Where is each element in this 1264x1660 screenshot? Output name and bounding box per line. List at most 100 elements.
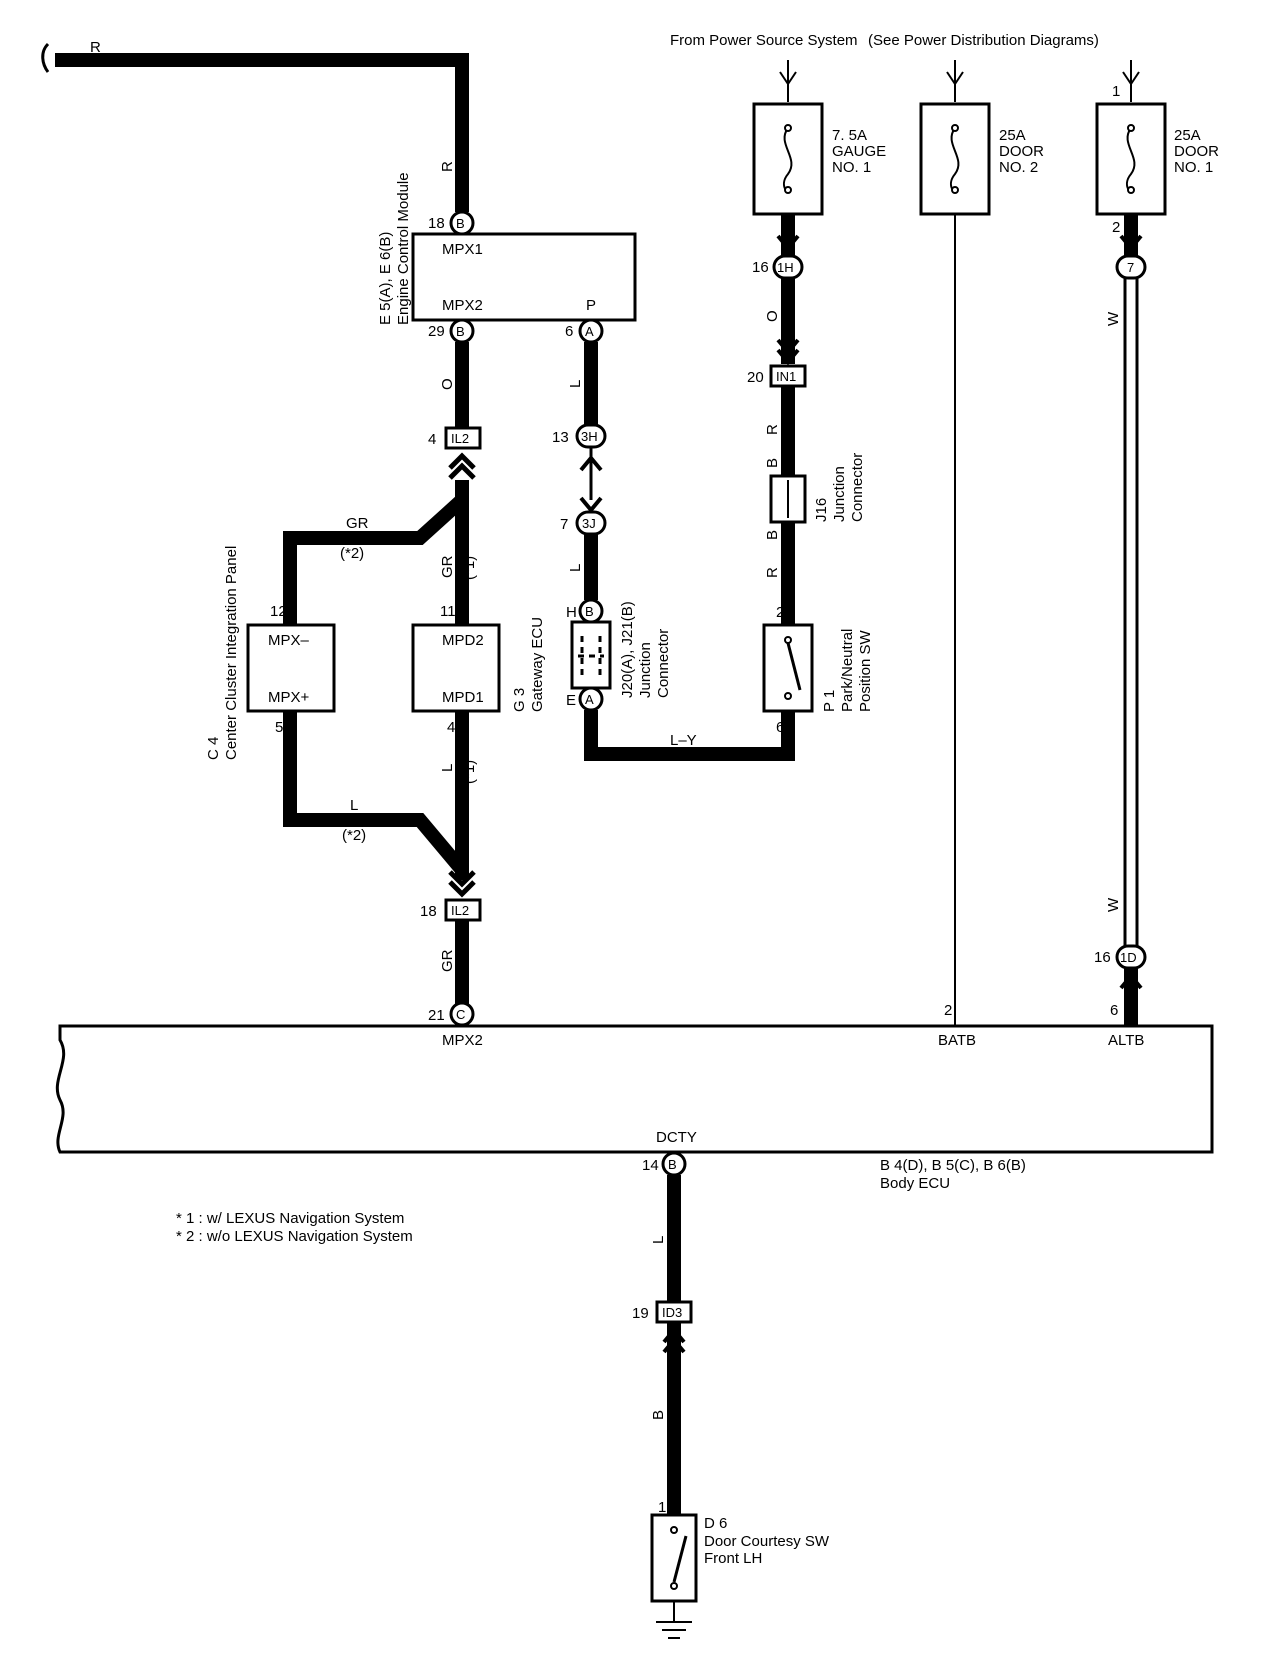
- conn-3h-pin: 13: [552, 429, 569, 446]
- wire-gr-branch-note: (*2): [340, 545, 364, 562]
- chevron-down-icon: [776, 338, 800, 366]
- note-2: * 2 : w/o LEXUS Navigation System: [176, 1228, 413, 1245]
- conn-1d-pin: 16: [1094, 949, 1111, 966]
- park-sw-blade: [786, 642, 802, 691]
- fuse-door1-pin-out: 2: [1112, 219, 1120, 236]
- wire-l-dcty-label: L: [650, 1236, 667, 1244]
- park-sw-contact: [784, 636, 792, 644]
- body-ecu-pin-mpx2-num: 21: [428, 1007, 445, 1024]
- ecm-ref: E 5(A), E 6(B): [377, 232, 394, 325]
- fuse-gauge-name2: NO. 1: [832, 159, 871, 176]
- power-source-label: From Power Source System: [670, 32, 858, 49]
- ground-icon: [656, 1601, 692, 1639]
- wire-o-left-label: O: [439, 378, 456, 390]
- conn-il2-bottom-label: IL2: [451, 903, 469, 918]
- door-sw-name2: Front LH: [704, 1550, 762, 1567]
- conn-il2-top-label: IL2: [451, 431, 469, 446]
- ecm-pin-mpx2-num: 29: [428, 323, 445, 340]
- fuse-gauge-terminal: [784, 186, 792, 194]
- j20-pin-top-label: H: [566, 604, 577, 621]
- wire-r-vert-label: R: [439, 161, 456, 172]
- j20-pin-bottom-label: E: [566, 692, 576, 709]
- wire-gr-bottom-label: GR: [439, 949, 456, 972]
- ecm-mpx2-term: MPX2: [442, 297, 483, 314]
- gateway-pin-mpd1: 4: [447, 719, 455, 736]
- wire-gr-branch-label: GR: [346, 515, 369, 532]
- wire-ly-label: L–Y: [670, 732, 697, 749]
- fuse-door2-box: [919, 102, 991, 216]
- wire-l-j20-label: L: [567, 564, 584, 572]
- chevron-up-icon: [448, 452, 476, 480]
- conn-il2-top: [444, 426, 482, 450]
- j20-name2: Connector: [655, 629, 672, 698]
- conn-in1-label: IN1: [776, 369, 796, 384]
- park-sw-ref: P 1: [821, 690, 838, 712]
- ecm-p-term: P: [586, 297, 596, 314]
- body-ecu-pin-altb: 6: [1110, 1002, 1118, 1019]
- fuse-gauge-terminal: [784, 124, 792, 132]
- body-ecu-conn-dcty: B: [668, 1157, 677, 1172]
- fuse-door1-terminal: [1127, 186, 1135, 194]
- body-ecu-name: Body ECU: [880, 1175, 950, 1192]
- j20-ref: J20(A), J21(B): [619, 601, 636, 698]
- fuse-gauge-name1: GAUGE: [832, 143, 886, 160]
- park-pin-top: 2: [776, 604, 784, 621]
- wire-w: [1123, 278, 1139, 946]
- body-ecu-pin-dcty-num: 14: [642, 1157, 659, 1174]
- j20-name1: Junction: [637, 642, 654, 698]
- wire-o-right-label: O: [764, 310, 781, 322]
- gateway-mpd2-term: MPD2: [442, 632, 484, 649]
- wire-b-door-label: B: [650, 1410, 667, 1420]
- fuse-door1-pin-in: 1: [1112, 83, 1120, 100]
- conn-1h-label: 1H: [777, 260, 794, 275]
- fuse-door2-terminal: [951, 124, 959, 132]
- cluster-minus-term: MPX–: [268, 632, 310, 649]
- j20-internal: [578, 636, 604, 676]
- door-sw-name1: Door Courtesy SW: [704, 1533, 830, 1550]
- park-pin-bottom: 6: [776, 719, 784, 736]
- wire-l-lower-note: (*1): [461, 760, 478, 784]
- fuse-door1-name1: DOOR: [1174, 143, 1219, 160]
- conn-3j-label: 3J: [582, 516, 596, 531]
- wire-l-branch: [283, 711, 468, 875]
- wire-w-top-label: W: [1105, 311, 1122, 326]
- wire-gr-branch: [283, 494, 467, 625]
- ecm-conn-mpx2: B: [456, 324, 465, 339]
- gateway-mpd1-term: MPD1: [442, 689, 484, 706]
- gateway-ref: G 3: [511, 688, 528, 712]
- note-1: * 1 : w/ LEXUS Navigation System: [176, 1210, 404, 1227]
- fuse-door1-terminal: [1127, 124, 1135, 132]
- chevron-down-icon: [448, 870, 476, 898]
- body-ecu-pin-mpx2: [449, 1001, 475, 1027]
- conn-il2-bottom-pin: 18: [420, 903, 437, 920]
- j20-conn-bottom: A: [585, 692, 594, 707]
- fuse-door1-rating: 25A: [1174, 127, 1201, 144]
- door-sw-pin: 1: [658, 1499, 666, 1516]
- wire-ly: [584, 710, 795, 761]
- ecm-box: [411, 232, 637, 322]
- fuse-door2-terminal: [951, 186, 959, 194]
- j16-bottom-color: B: [764, 530, 781, 540]
- conn-3h-label: 3H: [581, 429, 598, 444]
- arrow-down-icon: [779, 71, 797, 86]
- conn-3j-pin: 7: [560, 516, 568, 533]
- body-ecu-box: [55, 1024, 1214, 1154]
- j20-conn-top: B: [585, 604, 594, 619]
- door-sw-contact: [670, 1526, 678, 1534]
- body-ecu-dcty-term: DCTY: [656, 1129, 697, 1146]
- fuse-gauge-box: [752, 102, 824, 216]
- fuse-door2-name1: DOOR: [999, 143, 1044, 160]
- power-note-label: (See Power Distribution Diagrams): [868, 32, 1099, 49]
- wire-l-lower-label: L: [439, 764, 456, 772]
- wire-r-in1-label: R: [764, 424, 781, 435]
- wire-gr-vert-note: (*1): [461, 556, 478, 580]
- conn-il2-top-pin: 4: [428, 431, 436, 448]
- cluster-plus-term: MPX+: [268, 689, 310, 706]
- ecm-name: Engine Control Module: [395, 172, 412, 325]
- body-ecu-pin-batb: 2: [944, 1002, 952, 1019]
- gateway-name: Gateway ECU: [529, 617, 546, 712]
- fuse-gauge-rating: 7. 5A: [832, 127, 867, 144]
- ecm-pin-mpx1-num: 18: [428, 215, 445, 232]
- wire-r-top-label: R: [90, 39, 101, 56]
